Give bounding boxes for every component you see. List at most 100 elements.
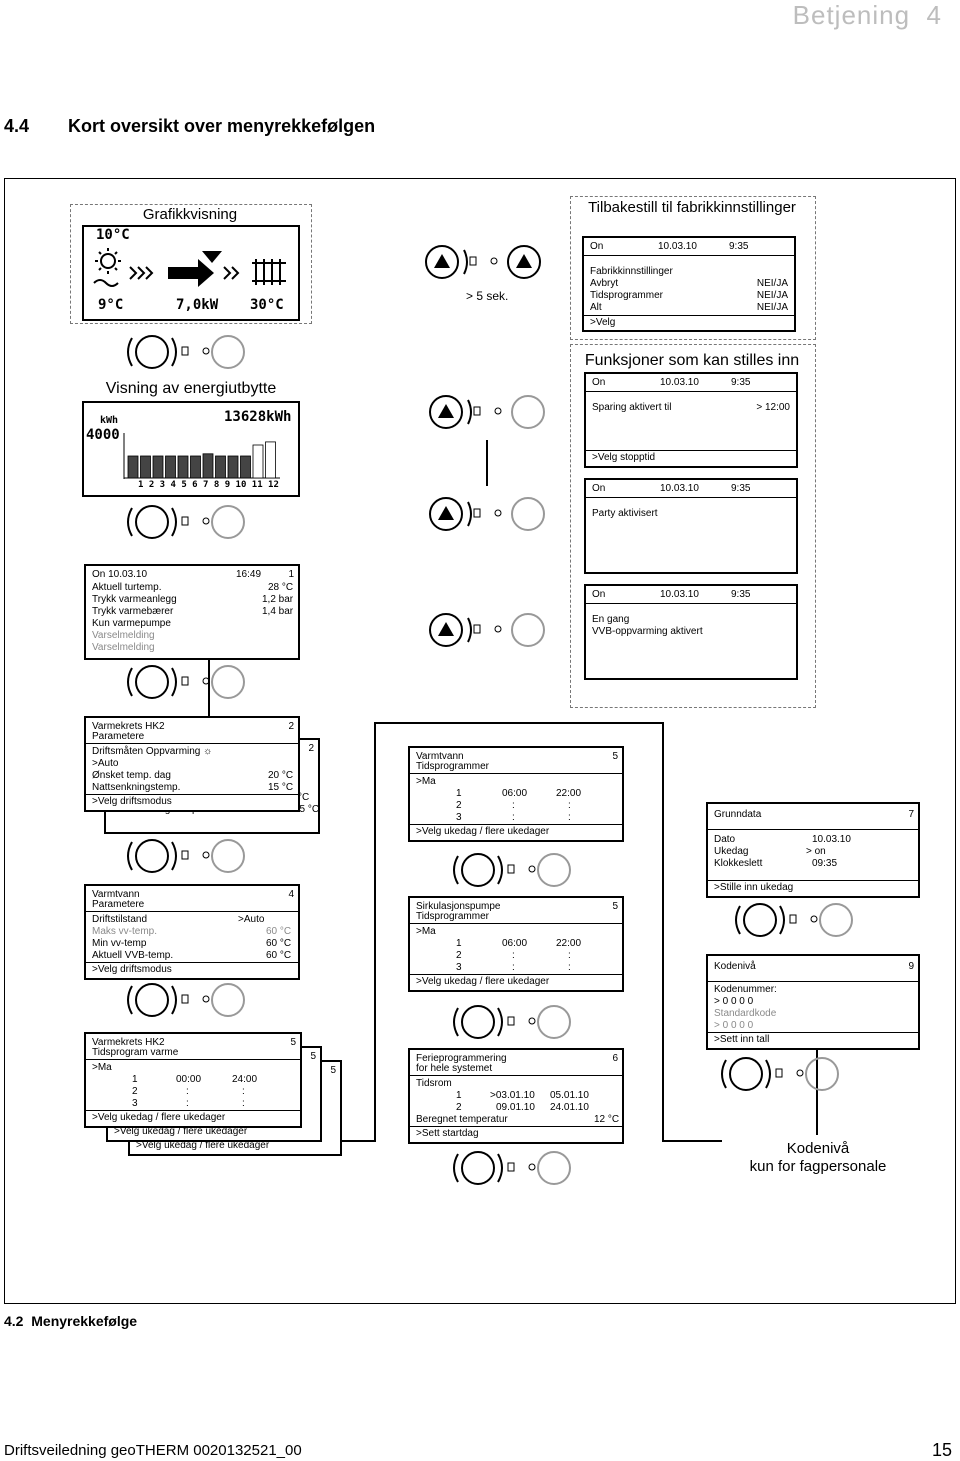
ww-params-screen: Varmtvann Parametere 4 Driftstilstand >A… — [84, 884, 300, 980]
graph-view-screen: 10°C 9°C 7,0kW 30°C — [82, 225, 300, 321]
slot-end[interactable]: : — [242, 1098, 245, 1109]
footer-doc: Driftsveiledning geoTHERM 0020132521_00 — [4, 1442, 302, 1459]
energy-bar — [215, 455, 226, 479]
code-level-screen: Kodenivå 9 Kodenummer: > 0 0 0 0 Standar… — [706, 954, 920, 1050]
end-date[interactable]: 05.01.10 — [550, 1090, 589, 1101]
turn-knob-icon — [720, 1052, 845, 1096]
select-hint: >Velg driftsmodus — [92, 964, 172, 975]
basedata-screen: Grunndata 7 Dato 10.03.10 Ukedag > on Kl… — [706, 802, 920, 898]
slot-start[interactable]: : — [512, 950, 515, 961]
slot-end[interactable]: : — [568, 812, 571, 823]
turn-knob-icon — [126, 330, 251, 374]
slot-start[interactable]: : — [186, 1098, 189, 1109]
row-value[interactable]: 15 °C — [268, 782, 294, 793]
reset-group — [570, 196, 816, 340]
day-value[interactable]: >Ma — [416, 926, 436, 937]
slot-start[interactable]: : — [512, 800, 515, 811]
energy-bar-chart — [123, 433, 280, 479]
row-label: Driftstilstand — [92, 914, 148, 925]
time-label: 9:35 — [729, 241, 749, 252]
energy-view-caption: Visning av energiutbytte — [105, 380, 277, 397]
row-value[interactable]: 60 °C — [266, 938, 292, 949]
mode-label: On — [592, 377, 606, 388]
slot-start[interactable]: 00:00 — [176, 1074, 202, 1085]
energy-unit: kWh — [100, 415, 119, 426]
press-left-knob-icon — [428, 492, 553, 536]
press-both-knobs-icon — [424, 240, 549, 284]
saving-value[interactable]: > 12:00 — [756, 402, 790, 413]
row-value[interactable]: 09:35 — [812, 858, 838, 869]
slot-number: 3 — [456, 812, 462, 823]
dhw-line1: En gang — [592, 614, 630, 625]
divider — [86, 1059, 300, 1060]
turn-knob-icon — [734, 898, 859, 942]
press-left-knob-icon — [428, 390, 553, 434]
reset-item-label: Avbryt — [590, 278, 619, 289]
row-value[interactable]: 10.03.10 — [812, 834, 851, 845]
reset-item-value[interactable]: NEI/JA — [756, 278, 788, 289]
slot-end[interactable]: 24:00 — [232, 1074, 258, 1085]
slot-start[interactable]: : — [512, 812, 515, 823]
functions-group — [570, 344, 816, 708]
slot-start[interactable]: 06:00 — [502, 788, 528, 799]
energy-bar — [265, 441, 276, 479]
slot-end[interactable]: : — [568, 800, 571, 811]
turn-knob-icon — [126, 978, 251, 1022]
date-label: 10.03.10 — [660, 483, 699, 494]
select-hint: >Sett inn tall — [714, 1034, 770, 1045]
connector — [486, 440, 488, 486]
start-date[interactable]: 09.01.10 — [496, 1102, 535, 1113]
mode-label: On — [592, 589, 606, 600]
connector — [374, 722, 376, 1142]
slot-start[interactable]: 06:00 — [502, 938, 528, 949]
slot-number: 1 — [132, 1074, 138, 1085]
select-hint: >Stille inn ukedag — [714, 882, 794, 893]
mode-label: On — [590, 241, 604, 252]
date-label: 10.03.10 — [660, 377, 699, 388]
end-date[interactable]: 24.01.10 — [550, 1102, 589, 1113]
reset-caption: Tilbakestill til fabrikkinnstillinger — [588, 199, 796, 216]
slot-end[interactable]: 22:00 — [556, 938, 582, 949]
divider — [708, 1032, 918, 1033]
reset-item-value[interactable]: NEI/JA — [756, 290, 788, 301]
hold-duration: > 5 sek. — [466, 289, 509, 303]
slot-start[interactable]: : — [186, 1086, 189, 1097]
party-screen: On 10.03.10 9:35 Party aktivisert — [584, 478, 798, 574]
start-date[interactable]: >03.01.10 — [490, 1090, 535, 1101]
divider — [410, 974, 622, 975]
screen-title: Varmekrets HK2 — [92, 1037, 165, 1048]
row-value[interactable]: > on — [806, 846, 826, 857]
running-header: Betjening 4 — [793, 0, 942, 31]
slot-end[interactable]: 22:00 — [556, 788, 582, 799]
basic-display-screen: On 10.03.10 16:49 1 Aktuell turtemp. 28 … — [84, 564, 300, 660]
energy-bar — [127, 455, 139, 479]
code-input[interactable]: > 0 0 0 0 — [714, 996, 754, 1007]
row-value[interactable]: 20 °C — [268, 770, 294, 781]
slot-end[interactable]: : — [568, 962, 571, 973]
menu-number: 2 — [288, 721, 294, 732]
menu-number: 4 — [288, 889, 294, 900]
energy-total: 13628kWh — [224, 409, 292, 425]
slot-start[interactable]: : — [512, 962, 515, 973]
std-code-value: > 0 0 0 0 — [714, 1020, 754, 1031]
figure-title: Menyrekkefølge — [31, 1313, 138, 1329]
slot-end[interactable]: : — [242, 1086, 245, 1097]
divider — [708, 829, 918, 830]
reset-item-value[interactable]: NEI/JA — [756, 302, 788, 313]
select-hint: >Velg ukedag / flere ukedager — [92, 1112, 226, 1123]
hk2-prog-screen: Varmekrets HK2 Tidsprogram varme 5 >Ma 1… — [84, 1032, 302, 1128]
row-label: Dato — [714, 834, 736, 845]
divider — [86, 743, 298, 744]
day-value[interactable]: >Ma — [416, 776, 436, 787]
day-value[interactable]: >Ma — [92, 1062, 112, 1073]
holiday-screen: Ferieprogrammering for hele systemet 6 T… — [408, 1048, 624, 1144]
reset-item-label: Alt — [590, 302, 602, 313]
slot-end[interactable]: : — [568, 950, 571, 961]
row-label: Ukedag — [714, 846, 749, 857]
select-hint: >Velg driftsmodus — [92, 796, 172, 807]
mode-value[interactable]: >Auto — [92, 758, 119, 769]
row-value[interactable]: >Auto — [238, 914, 265, 925]
temp-value[interactable]: 12 °C — [594, 1114, 620, 1125]
